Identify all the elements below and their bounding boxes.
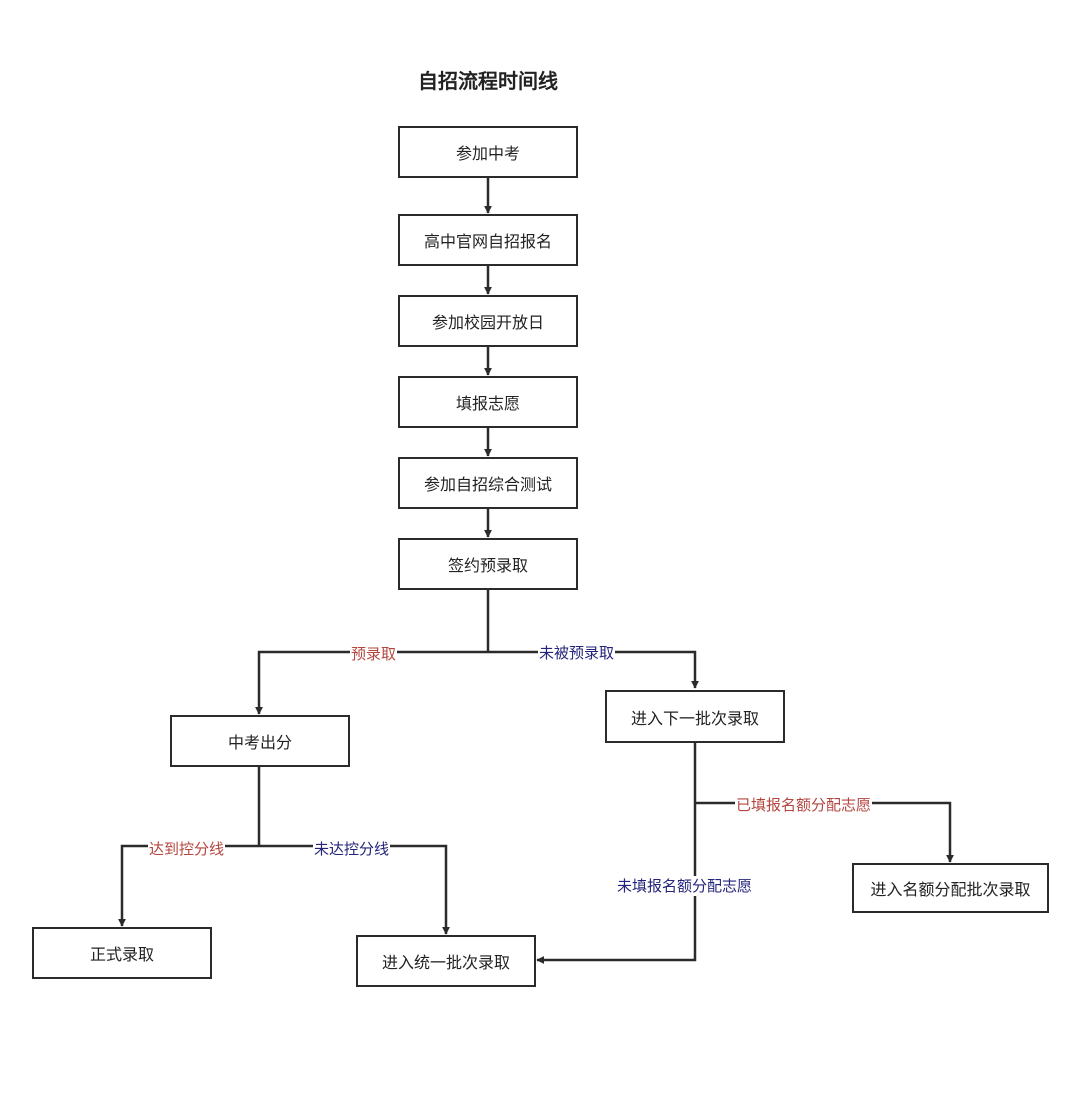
node-exam-scores: 中考出分	[170, 715, 350, 767]
node-pre-admission-contract: 签约预录取	[398, 538, 578, 590]
label-reached-cutoff: 达到控分线	[148, 839, 226, 859]
node-quota-batch: 进入名额分配批次录取	[852, 863, 1049, 913]
connector-to-unified-batch	[259, 844, 450, 935]
label-below-cutoff: 未达控分线	[313, 839, 391, 859]
node-unified-batch: 进入统一批次录取	[356, 935, 536, 987]
node-fill-preferences: 填报志愿	[398, 376, 578, 428]
connector-to-exam-scores	[255, 650, 488, 715]
label-pre-admitted: 预录取	[350, 644, 398, 664]
node-next-batch: 进入下一批次录取	[605, 690, 785, 743]
node-comprehensive-test: 参加自招综合测试	[398, 457, 578, 509]
label-quota-filled: 已填报名额分配志愿	[735, 795, 873, 815]
diagram-title: 自招流程时间线	[418, 69, 558, 93]
node-open-day: 参加校园开放日	[398, 295, 578, 347]
label-quota-not-filled: 未填报名额分配志愿	[616, 876, 754, 896]
node-register: 高中官网自招报名	[398, 214, 578, 266]
label-not-pre-admitted: 未被预录取	[538, 643, 616, 663]
connector-next-batch-down	[536, 743, 697, 964]
node-formal-admission: 正式录取	[32, 927, 212, 979]
node-attend-exam: 参加中考	[398, 126, 578, 178]
